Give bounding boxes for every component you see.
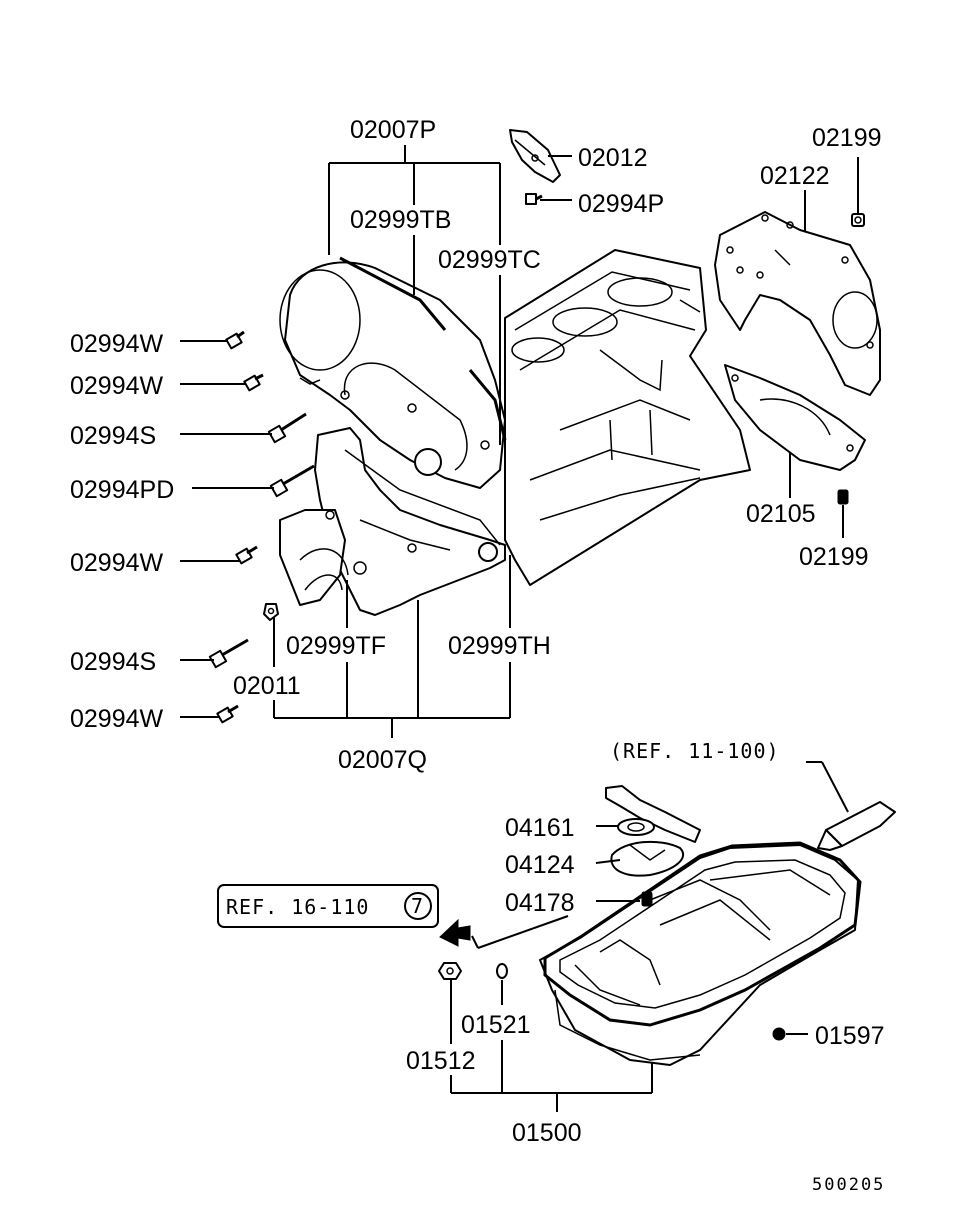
label-01597[interactable]: 01597 xyxy=(815,1022,885,1050)
sealant-tube-drawing xyxy=(817,801,896,851)
bell-housing-cover-drawing xyxy=(724,364,866,471)
label-02994W-4[interactable]: 02994W xyxy=(70,705,164,733)
label-02999TC[interactable]: 02999TC xyxy=(438,246,541,274)
bolt-02994PD-icon xyxy=(269,464,315,498)
diagram-code: 500205 xyxy=(812,1175,885,1195)
oil-pan-drawing xyxy=(539,841,862,1066)
gasket-icon xyxy=(496,963,508,979)
label-01512[interactable]: 01512 xyxy=(406,1047,476,1075)
bolt-02994W-4-icon xyxy=(216,704,239,724)
oil-strainer-drawing xyxy=(605,785,701,907)
label-02999TH[interactable]: 02999TH xyxy=(448,632,551,660)
label-02994W-3[interactable]: 02994W xyxy=(70,549,164,577)
label-02199-top[interactable]: 02199 xyxy=(812,124,882,152)
part-labels: 02007P 02999TB 02999TC 02012 02994P 0219… xyxy=(70,116,885,1195)
label-02199-bottom[interactable]: 02199 xyxy=(799,543,869,571)
label-02012[interactable]: 02012 xyxy=(578,144,648,172)
ref-16-110-label: REF. 16-110 xyxy=(226,895,369,919)
label-02007Q[interactable]: 02007Q xyxy=(338,746,427,774)
bolt-02994W-1-icon xyxy=(225,330,245,350)
label-01500[interactable]: 01500 xyxy=(512,1119,582,1147)
drain-plug-parts-drawing xyxy=(438,962,786,1041)
washer-02011-icon xyxy=(263,603,279,621)
label-ref-11-100[interactable]: (REF. 11-100) xyxy=(610,739,780,763)
timing-belt-cover-upper-drawing xyxy=(279,256,507,489)
label-02105[interactable]: 02105 xyxy=(746,500,816,528)
drain-plug-icon xyxy=(438,962,462,980)
bolts-drawing xyxy=(208,193,865,724)
nut-02199-top-icon xyxy=(851,213,865,227)
label-02122[interactable]: 02122 xyxy=(760,162,830,190)
timing-belt-cover-lower-drawing xyxy=(279,427,506,616)
label-01521[interactable]: 01521 xyxy=(461,1011,531,1039)
label-02994W-2[interactable]: 02994W xyxy=(70,372,164,400)
label-04178[interactable]: 04178 xyxy=(505,889,575,917)
ref-16-110-box[interactable]: REF. 16-110 7 xyxy=(217,884,439,928)
label-02994W-1[interactable]: 02994W xyxy=(70,330,164,358)
bracket-drawing xyxy=(509,129,561,183)
label-02011[interactable]: 02011 xyxy=(233,672,301,700)
label-02994PD[interactable]: 02994PD xyxy=(70,476,174,504)
bolt-02994W-3-icon xyxy=(235,545,258,565)
bolt-02199-bottom-icon xyxy=(837,489,849,505)
label-02994P[interactable]: 02994P xyxy=(578,190,664,218)
label-02999TF[interactable]: 02999TF xyxy=(286,632,386,660)
label-04124[interactable]: 04124 xyxy=(505,851,575,879)
leader-lines xyxy=(180,145,859,1112)
label-04161[interactable]: 04161 xyxy=(505,814,575,842)
ref-circle-icon xyxy=(404,892,432,920)
rear-plate-drawing xyxy=(714,211,881,396)
ref-arrow-icon xyxy=(439,918,471,947)
ref-16-110-number: 7 xyxy=(411,894,424,918)
stud-01597-icon xyxy=(772,1027,786,1041)
label-02999TB[interactable]: 02999TB xyxy=(350,206,451,234)
engine-block-drawing xyxy=(504,249,751,586)
label-02007P[interactable]: 02007P xyxy=(350,116,436,144)
bolt-02994W-2-icon xyxy=(243,373,264,392)
label-02994S-2[interactable]: 02994S xyxy=(70,648,156,676)
bolt-02994S-2-icon xyxy=(208,638,249,669)
label-02994S-1[interactable]: 02994S xyxy=(70,422,156,450)
bolt-02994S-1-icon xyxy=(267,412,307,444)
bolt-02994P-icon xyxy=(525,193,543,205)
